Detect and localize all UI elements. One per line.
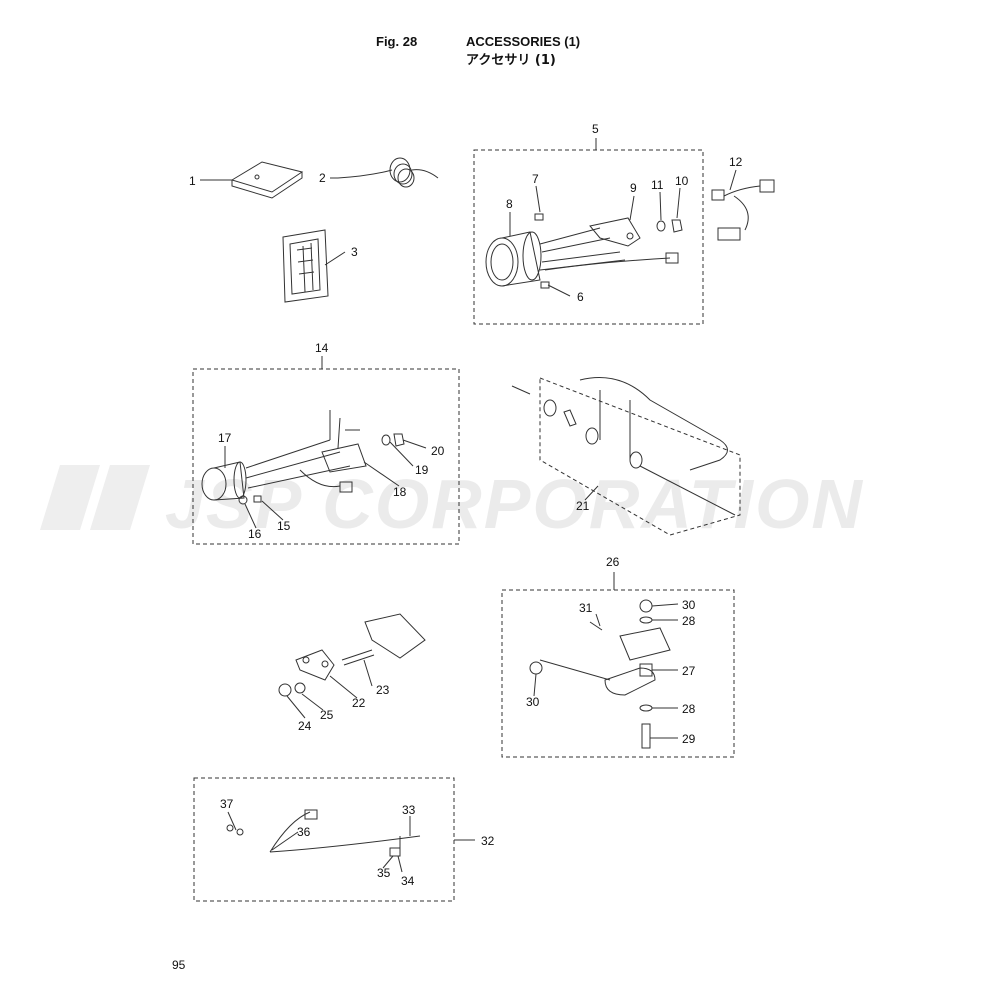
callout-33: 33 [402, 803, 416, 817]
part-25-washer [294, 682, 306, 694]
callout-35: 35 [377, 866, 391, 880]
part-12-harness [711, 179, 775, 241]
part-22-bracket [295, 649, 335, 681]
callout-1: 1 [189, 174, 196, 188]
part-3-label-sheet [282, 229, 329, 303]
callout-3: 3 [351, 245, 358, 259]
callout-15: 15 [277, 519, 291, 533]
callout-31: 31 [579, 601, 593, 615]
callout-5: 5 [592, 122, 599, 136]
part-29-bolt [641, 723, 651, 749]
callout-2: 2 [319, 171, 326, 185]
watermark-text: JSP CORPORATION [165, 465, 864, 543]
callout-10: 10 [675, 174, 689, 188]
part-24-nut [278, 683, 292, 697]
part-23-stud [341, 649, 375, 666]
callout-21: 21 [576, 499, 590, 513]
callout-25: 25 [320, 708, 334, 722]
callout-7: 7 [532, 172, 539, 186]
part-30-nut-left [529, 661, 543, 675]
group-box-14 [192, 368, 460, 545]
part-15-socket [253, 495, 262, 503]
callout-6: 6 [577, 290, 584, 304]
group-box-32 [193, 777, 455, 902]
callout-8: 8 [506, 197, 513, 211]
watermark-logo-icon [40, 465, 150, 530]
callout-18: 18 [393, 485, 407, 499]
callout-20: 20 [431, 444, 445, 458]
part-6-bulb [540, 281, 550, 289]
part-19-washer [381, 434, 391, 446]
connector-plug-14 [339, 481, 353, 493]
callout-23: 23 [376, 683, 390, 697]
part-8-gauge [485, 227, 671, 287]
callout-28-bottom: 28 [682, 702, 696, 716]
part-26-lever [539, 621, 671, 696]
callout-11: 11 [651, 178, 664, 192]
group-box-26 [501, 589, 735, 758]
watermark: JSP CORPORATION [40, 465, 864, 543]
callout-26: 26 [606, 555, 620, 569]
group-box-21 [539, 377, 741, 536]
callout-16: 16 [248, 527, 262, 541]
callout-19: 19 [415, 463, 429, 477]
part-32-harness [226, 809, 421, 853]
part-20-nut [393, 433, 405, 447]
figure-title-japanese: アクセサリ (1) [466, 53, 556, 68]
callout-17: 17 [218, 431, 232, 445]
callout-29: 29 [682, 732, 696, 746]
callout-labels: 1 2 3 5 7 8 9 11 10 12 6 14 17 20 19 18 … [189, 122, 743, 888]
figure-title: ACCESSORIES (1) [466, 34, 581, 49]
callout-30-left: 30 [526, 695, 540, 709]
part-17-meter [201, 410, 360, 501]
callout-28-top: 28 [682, 614, 696, 628]
callout-36: 36 [297, 825, 311, 839]
callout-24: 24 [298, 719, 312, 733]
mount-plate [364, 613, 426, 659]
part-28-washer-bottom [639, 704, 653, 712]
callout-34: 34 [401, 874, 415, 888]
callout-14: 14 [315, 341, 329, 355]
part-10-nut [671, 219, 683, 233]
part-18-bracket [321, 443, 367, 473]
callout-32: 32 [481, 834, 495, 848]
part-21-mount [511, 377, 736, 516]
part-11-washer [656, 220, 666, 232]
group-box-5 [473, 149, 704, 325]
callout-30-top: 30 [682, 598, 696, 612]
part-9-bracket [589, 217, 641, 247]
figure-number: Fig. 28 [376, 34, 418, 49]
part-1-pouch [230, 161, 304, 199]
part-35-switch [389, 847, 401, 857]
callout-37: 37 [220, 797, 234, 811]
callout-9: 9 [630, 181, 637, 195]
part-30-nut-top [639, 599, 653, 613]
leader-lines [200, 138, 737, 873]
part-2-wire-coil [337, 157, 439, 188]
connector-plug-5 [665, 252, 679, 264]
callout-22: 22 [352, 696, 366, 710]
part-7-bulb [534, 213, 544, 221]
part-28-washer-top [639, 616, 653, 624]
part-16-bulb [238, 495, 248, 505]
callout-12: 12 [729, 155, 743, 169]
callout-27: 27 [682, 664, 696, 678]
page-number: 95 [172, 958, 186, 972]
